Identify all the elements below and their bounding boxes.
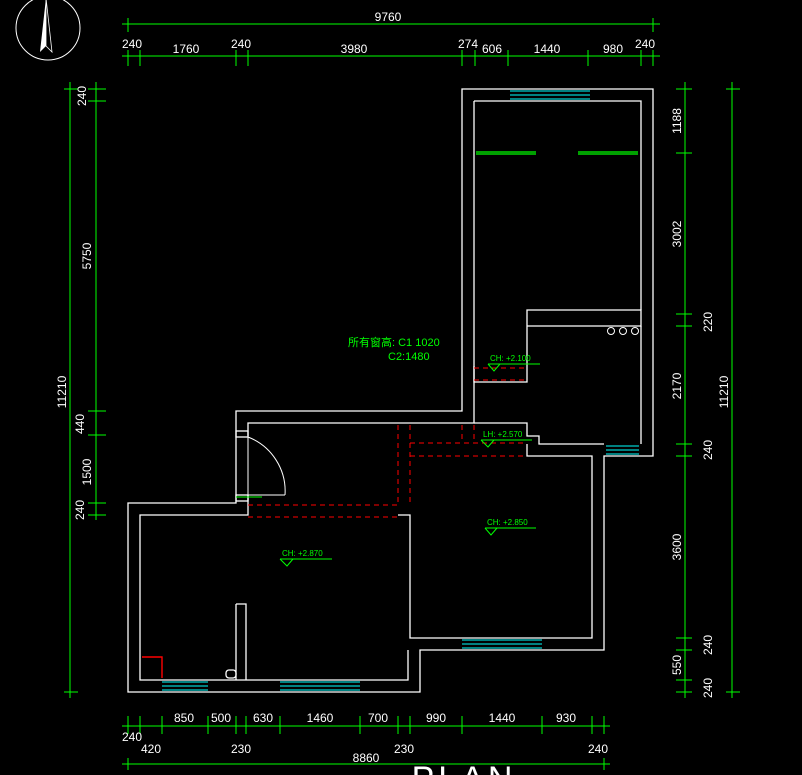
dim-top-seg: 240 (231, 37, 251, 51)
dim-top-seg: 274 (458, 37, 478, 51)
corner-marker (142, 656, 163, 678)
dim-top-seg: 1440 (534, 42, 561, 56)
window-bottom-right (462, 639, 542, 649)
dim-bottom-seg: 990 (426, 711, 446, 725)
dim-top-seg: 606 (482, 42, 502, 56)
dim-top-seg: 980 (603, 42, 623, 56)
dim-top-seg: 1760 (173, 42, 200, 56)
windows (162, 90, 639, 691)
dim-right-seg: 220 (701, 312, 715, 332)
dim-bottom2-seg: 240 (122, 730, 142, 744)
dim-right-seg: 1188 (670, 108, 684, 134)
window-height-note-2: C2:1480 (388, 351, 430, 363)
dim-bottom-seg: 700 (368, 711, 388, 725)
level-markers (279, 363, 540, 567)
window-height-note: 所有窗高: C1 1020 (348, 335, 440, 349)
dim-bottom2-seg: 240 (588, 742, 608, 756)
dim-left-seg: 240 (73, 500, 87, 520)
north-arrow-icon (15, 0, 81, 61)
dim-left-seg: 5750 (80, 242, 94, 269)
dim-bottom-seg: 500 (211, 711, 231, 725)
dim-left-total: 11210 (55, 375, 69, 408)
stove-burners-icon (607, 327, 639, 335)
dim-right-seg: 2170 (670, 372, 684, 399)
ceiling-height-label: LH: +2.570 (483, 430, 523, 439)
dim-right-seg: 3002 (670, 220, 684, 247)
dim-bottom-seg: 930 (556, 711, 576, 725)
window-top (510, 90, 590, 100)
dim-top-total: 9760 (375, 10, 402, 24)
dim-bottom-seg: 850 (174, 711, 194, 725)
dim-right-seg: 3600 (670, 533, 684, 560)
entry-door (247, 436, 286, 496)
ceiling-height-label: CH: +2.100 (490, 354, 531, 363)
hidden-lines (248, 367, 527, 518)
dim-bottom2-seg: 420 (141, 742, 161, 756)
dim-right-seg: 550 (670, 655, 684, 675)
dim-right-seg: 240 (701, 440, 715, 460)
ceiling-height-label: CH: +2.870 (282, 549, 323, 558)
dimension-lines (64, 18, 740, 770)
dim-left-seg: 240 (75, 86, 89, 106)
dim-bottom2-seg: 230 (394, 742, 414, 756)
shelf-lines (476, 151, 638, 155)
dim-bottom2-seg: 230 (231, 742, 251, 756)
dim-left-seg: 1500 (80, 458, 94, 485)
dim-right-seg: 240 (701, 678, 715, 698)
dim-bottom-seg: 1460 (307, 711, 334, 725)
dimension-labels: 9760 240 1760 240 3980 274 606 1440 980 … (55, 10, 731, 765)
dim-bottom-seg: 1440 (489, 711, 516, 725)
plan-title: PLAN (412, 760, 517, 775)
walls (127, 88, 654, 693)
dim-right-total: 11210 (717, 375, 731, 408)
window-bottom-left-2 (280, 681, 360, 691)
dim-right-seg: 240 (701, 635, 715, 655)
dim-bottom-seg: 630 (253, 711, 273, 725)
dim-top-seg: 240 (635, 37, 655, 51)
window-kitchen-right (606, 445, 639, 455)
ceiling-height-label: CH: +2.850 (487, 518, 528, 527)
dim-bottom-total: 8860 (353, 751, 380, 765)
window-bottom-left-1 (162, 681, 208, 691)
dim-top-seg: 240 (122, 37, 142, 51)
dim-top-seg: 3980 (341, 42, 368, 56)
dim-left-seg: 440 (73, 414, 87, 434)
plan-annotations: 所有窗高: C1 1020 C2:1480 CH: +2.100 LH: +2.… (282, 335, 531, 558)
